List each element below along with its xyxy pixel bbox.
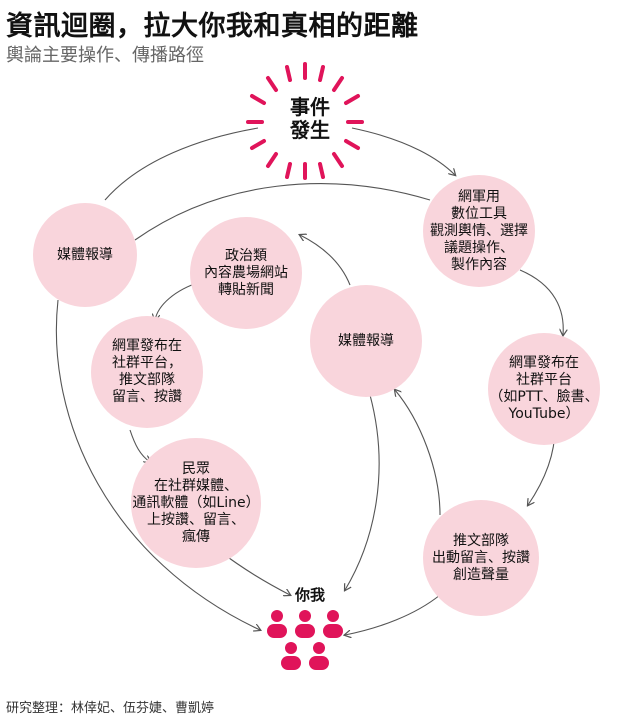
arrow-inner-top-arc — [134, 183, 431, 241]
node-push-team: 推文部隊 出動留言、按讚 創造聲量 — [423, 500, 539, 616]
node-political-farm: 政治類 內容農場網站 轉貼新聞 — [190, 217, 302, 329]
node-push-team-label: 推文部隊 出動留言、按讚 創造聲量 — [432, 532, 530, 583]
arrow-push-to-audience — [345, 594, 441, 635]
arrow-media-center-to-audience — [345, 394, 380, 590]
arrow-monitor-to-post — [519, 269, 563, 335]
credit-line: 研究整理：林倖妃、伍芬婕、曹凱婷 — [6, 701, 215, 716]
node-army-monitor: 網軍用 數位工具 觀測輿情、選擇 議題操作、 製作內容 — [423, 175, 535, 287]
node-public-label: 民眾 在社群媒體、 通訊軟體（如Line） 上按讚、留言、 瘋傳 — [132, 460, 260, 545]
node-army-post-platform-label: 網軍發布在 社群平台 （如PTT、臉書、 YouTube） — [489, 355, 599, 422]
node-army-post-inner: 網軍發布在 社群平台， 推文部隊 留言、按讚 — [91, 316, 203, 428]
event-label: 事件 發生 — [290, 95, 330, 142]
arrow-event-to-media-left — [104, 127, 259, 201]
node-media-report-left-label: 媒體報導 — [57, 246, 113, 263]
node-army-post-inner-label: 網軍發布在 社群平台， 推文部隊 留言、按讚 — [112, 338, 182, 405]
node-public: 民眾 在社群媒體、 通訊軟體（如Line） 上按讚、留言、 瘋傳 — [131, 438, 261, 568]
node-media-report-center-label: 媒體報導 — [338, 332, 394, 349]
node-media-report-center: 媒體報導 — [310, 285, 422, 397]
audience-label: 你我 — [294, 586, 325, 604]
page-title: 資訊迴圈，拉大你我和真相的距離 — [6, 11, 419, 42]
node-army-monitor-label: 網軍用 數位工具 觀測輿情、選擇 議題操作、 製作內容 — [430, 188, 528, 273]
node-army-post-platform: 網軍發布在 社群平台 （如PTT、臉書、 YouTube） — [488, 333, 600, 445]
arrow-push-to-media-center — [395, 390, 441, 516]
node-media-report-left: 媒體報導 — [33, 203, 137, 307]
arrow-event-to-army-monitor — [351, 127, 455, 175]
page-subtitle: 輿論主要操作、傳播路徑 — [6, 45, 204, 66]
event-starburst-icon — [246, 62, 364, 180]
node-political-farm-label: 政治類 內容農場網站 轉貼新聞 — [204, 247, 288, 298]
arrow-media-center-to-farm — [300, 235, 351, 286]
arrow-inner-post-to-public — [129, 429, 150, 462]
audience-people-icon — [267, 610, 343, 670]
arrow-media-left-to-audience — [55, 299, 260, 630]
